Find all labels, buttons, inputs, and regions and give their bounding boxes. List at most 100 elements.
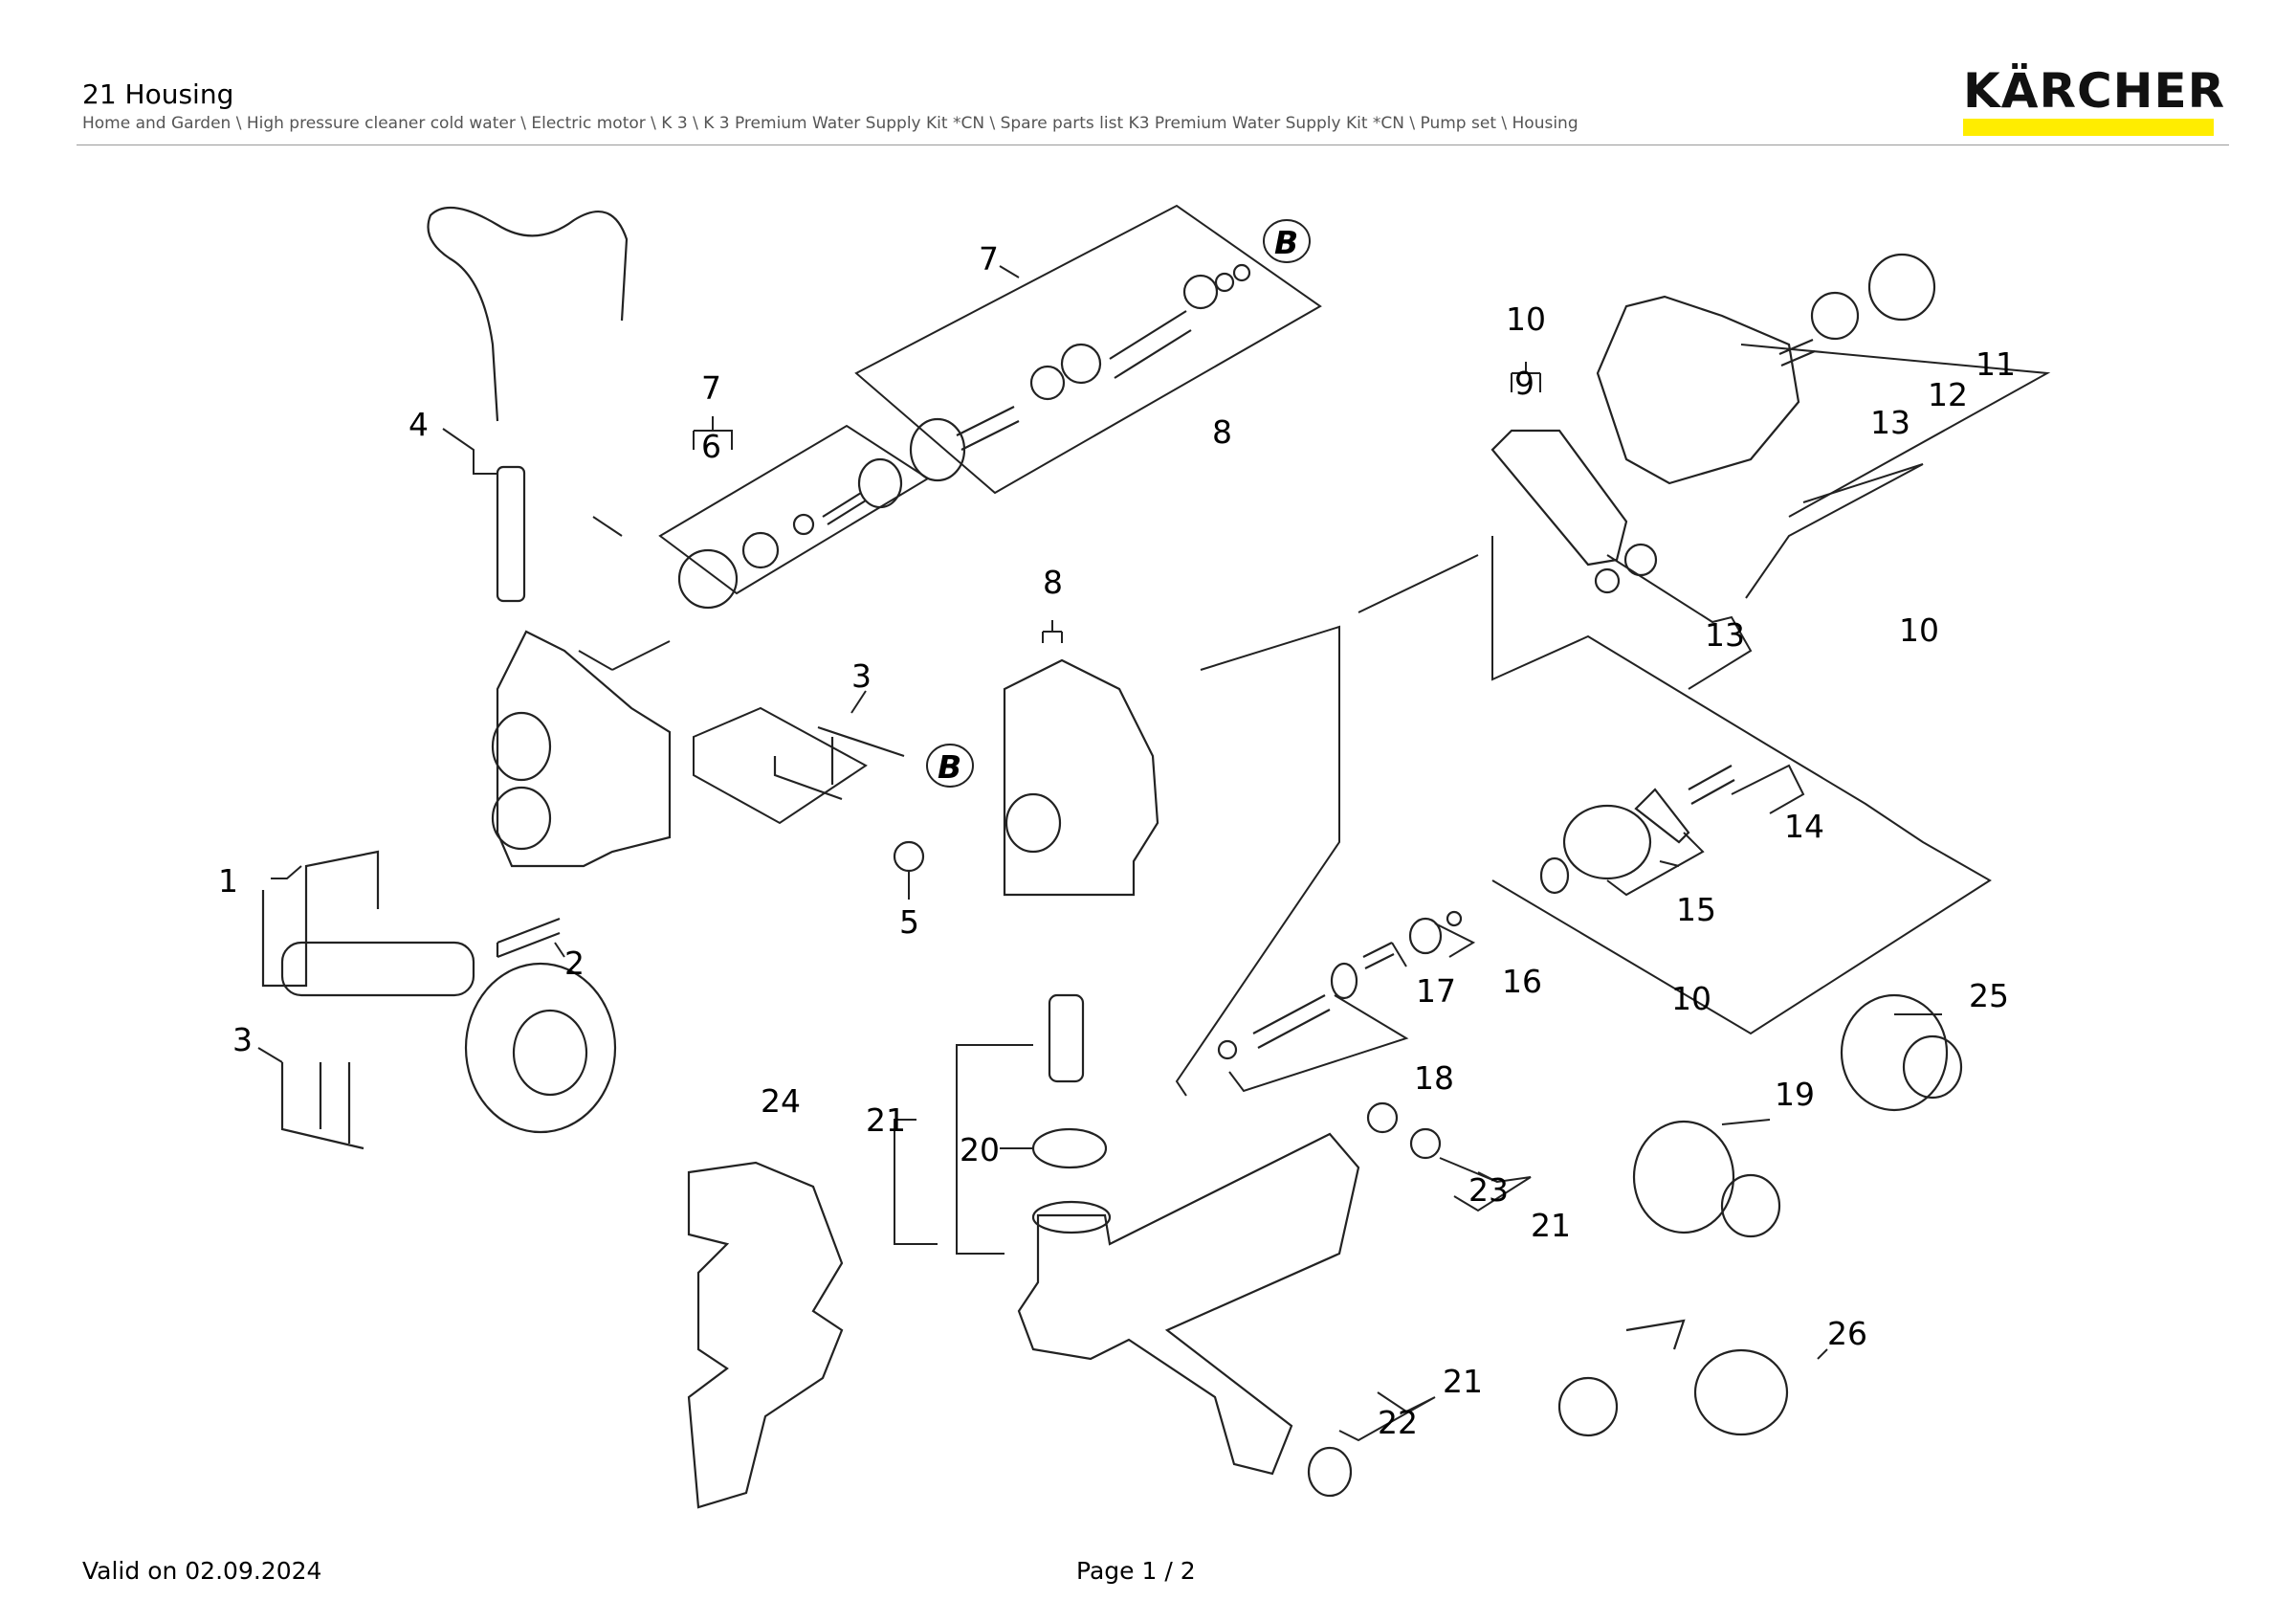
callout-25: 25 (1969, 977, 2009, 1014)
part-ball-6 (792, 513, 815, 536)
part-hose-4 (427, 206, 629, 422)
part-oring-23b (1409, 1127, 1442, 1160)
part-pump-head-10 (1596, 295, 1800, 485)
part-valve-body (1003, 658, 1159, 897)
part-oring-5 (893, 840, 925, 873)
part-plug-6 (857, 457, 903, 509)
callout-10-lower: 10 (1671, 980, 1711, 1017)
part-plug-16 (1408, 917, 1443, 955)
callout-21-left: 21 (866, 1101, 906, 1139)
callout-12: 12 (1928, 376, 1968, 413)
callout-4: 4 (408, 406, 429, 443)
callout-8-body: 8 (1043, 564, 1063, 601)
part-valve-6-body (677, 548, 739, 610)
part-housing-port-lower (491, 786, 552, 851)
callout-5: 5 (899, 903, 919, 941)
callout-1: 1 (218, 862, 238, 900)
callout-9: 9 (1514, 365, 1534, 402)
part-manifold (1017, 1132, 1360, 1476)
callout-17: 17 (1416, 972, 1456, 1010)
part-disc-7 (1182, 274, 1219, 310)
page-title: 21 Housing (82, 78, 234, 110)
part-coupling-25 (1840, 993, 1949, 1112)
page-number: Page 1 / 2 (1076, 1557, 1196, 1585)
part-clip-3-upper (773, 725, 905, 801)
part-oring-6 (741, 531, 780, 569)
callout-labels: 1 2 3 3 4 5 6 7 7 8 8 9 10 10 10 10 11 1… (218, 240, 2016, 1441)
part-oring-15 (1539, 856, 1570, 895)
detail-marks: B B (926, 219, 1311, 788)
part-spring-8 (1109, 310, 1192, 379)
callout-3-upper: 3 (851, 657, 872, 695)
part-piston-18 (1252, 994, 1331, 1049)
part-housing-main (496, 630, 672, 868)
callout-7-left: 7 (701, 369, 721, 407)
part-screw-2 (496, 917, 561, 959)
part-pipe-1 (280, 941, 475, 997)
callout-14: 14 (1784, 808, 1824, 845)
part-pin-13-upper (1778, 338, 1816, 367)
part-coupling-19 (1632, 1120, 1735, 1234)
part-clip-3-lower (280, 1062, 364, 1150)
detail-mark-upper-outline (1263, 219, 1311, 263)
brand-logo-bar (1963, 119, 2214, 136)
callout-8-upper: 8 (1212, 413, 1232, 451)
part-oring-16 (1446, 910, 1463, 927)
breadcrumb: Home and Garden \ High pressure cleaner … (82, 114, 1578, 133)
callout-16: 16 (1502, 963, 1542, 1000)
callout-13-upper: 13 (1870, 404, 1910, 441)
part-drawings (261, 206, 1963, 1509)
part-seal-9 (1490, 429, 1628, 567)
part-nut-1-inner (512, 1009, 588, 1097)
callout-18: 18 (1414, 1059, 1454, 1097)
part-nut-1 (464, 962, 617, 1134)
part-washer-8 (1060, 343, 1102, 385)
callout-21-right: 21 (1531, 1207, 1571, 1244)
callout-26: 26 (1827, 1315, 1867, 1352)
callout-2: 2 (564, 945, 585, 982)
part-cap-11 (1867, 253, 1936, 322)
part-valve-body-port (1004, 792, 1062, 854)
part-small-ball-7 (1232, 263, 1251, 282)
part-bracket-24 (687, 1161, 844, 1509)
callout-3-lower: 3 (232, 1021, 253, 1058)
part-nipple-21 (1048, 993, 1085, 1083)
part-tap-lever-26 (1625, 1319, 1686, 1350)
callout-20: 20 (960, 1131, 1000, 1168)
part-plug-22 (1307, 1446, 1353, 1498)
part-small-oring-7 (1214, 272, 1235, 293)
part-spring-13 (1623, 543, 1658, 577)
part-spring-6 (822, 492, 867, 525)
callout-15: 15 (1676, 891, 1716, 928)
leader-lines (257, 204, 2051, 1442)
part-oring-18a (1330, 962, 1358, 1000)
detail-mark-upper: B (1274, 224, 1298, 261)
callout-10-mid: 10 (1899, 611, 1939, 649)
part-spring-17 (1362, 942, 1395, 969)
part-nut-13 (1594, 567, 1621, 594)
detail-mark-lower-outline (926, 744, 974, 788)
part-coupling-19-nozzle (1720, 1173, 1781, 1238)
callout-23: 23 (1468, 1171, 1509, 1209)
callout-13-lower: 13 (1705, 616, 1745, 654)
part-coupling-25-inner (1902, 1034, 1963, 1100)
part-spring-14 (1688, 765, 1735, 805)
brand-logo: KÄRCHER (1963, 63, 2226, 119)
callout-22: 22 (1378, 1404, 1418, 1441)
part-oring-18b (1217, 1039, 1238, 1060)
part-valve-15 (1562, 804, 1652, 880)
part-tap-adapter-26-left (1557, 1376, 1619, 1437)
part-housing-port-upper (491, 711, 552, 782)
callout-6: 6 (701, 428, 721, 465)
part-bracket-1 (261, 850, 380, 988)
part-oring-23a (1366, 1101, 1399, 1134)
callout-21-bottom: 21 (1443, 1363, 1483, 1400)
callout-7-upper: 7 (979, 240, 999, 278)
part-tube-4 (496, 465, 526, 603)
part-oring-15-shield (1634, 788, 1690, 844)
part-oring-20 (1031, 1127, 1108, 1169)
callout-19: 19 (1775, 1076, 1815, 1113)
callout-10-top: 10 (1506, 300, 1546, 338)
detail-mark-lower: B (938, 748, 961, 786)
